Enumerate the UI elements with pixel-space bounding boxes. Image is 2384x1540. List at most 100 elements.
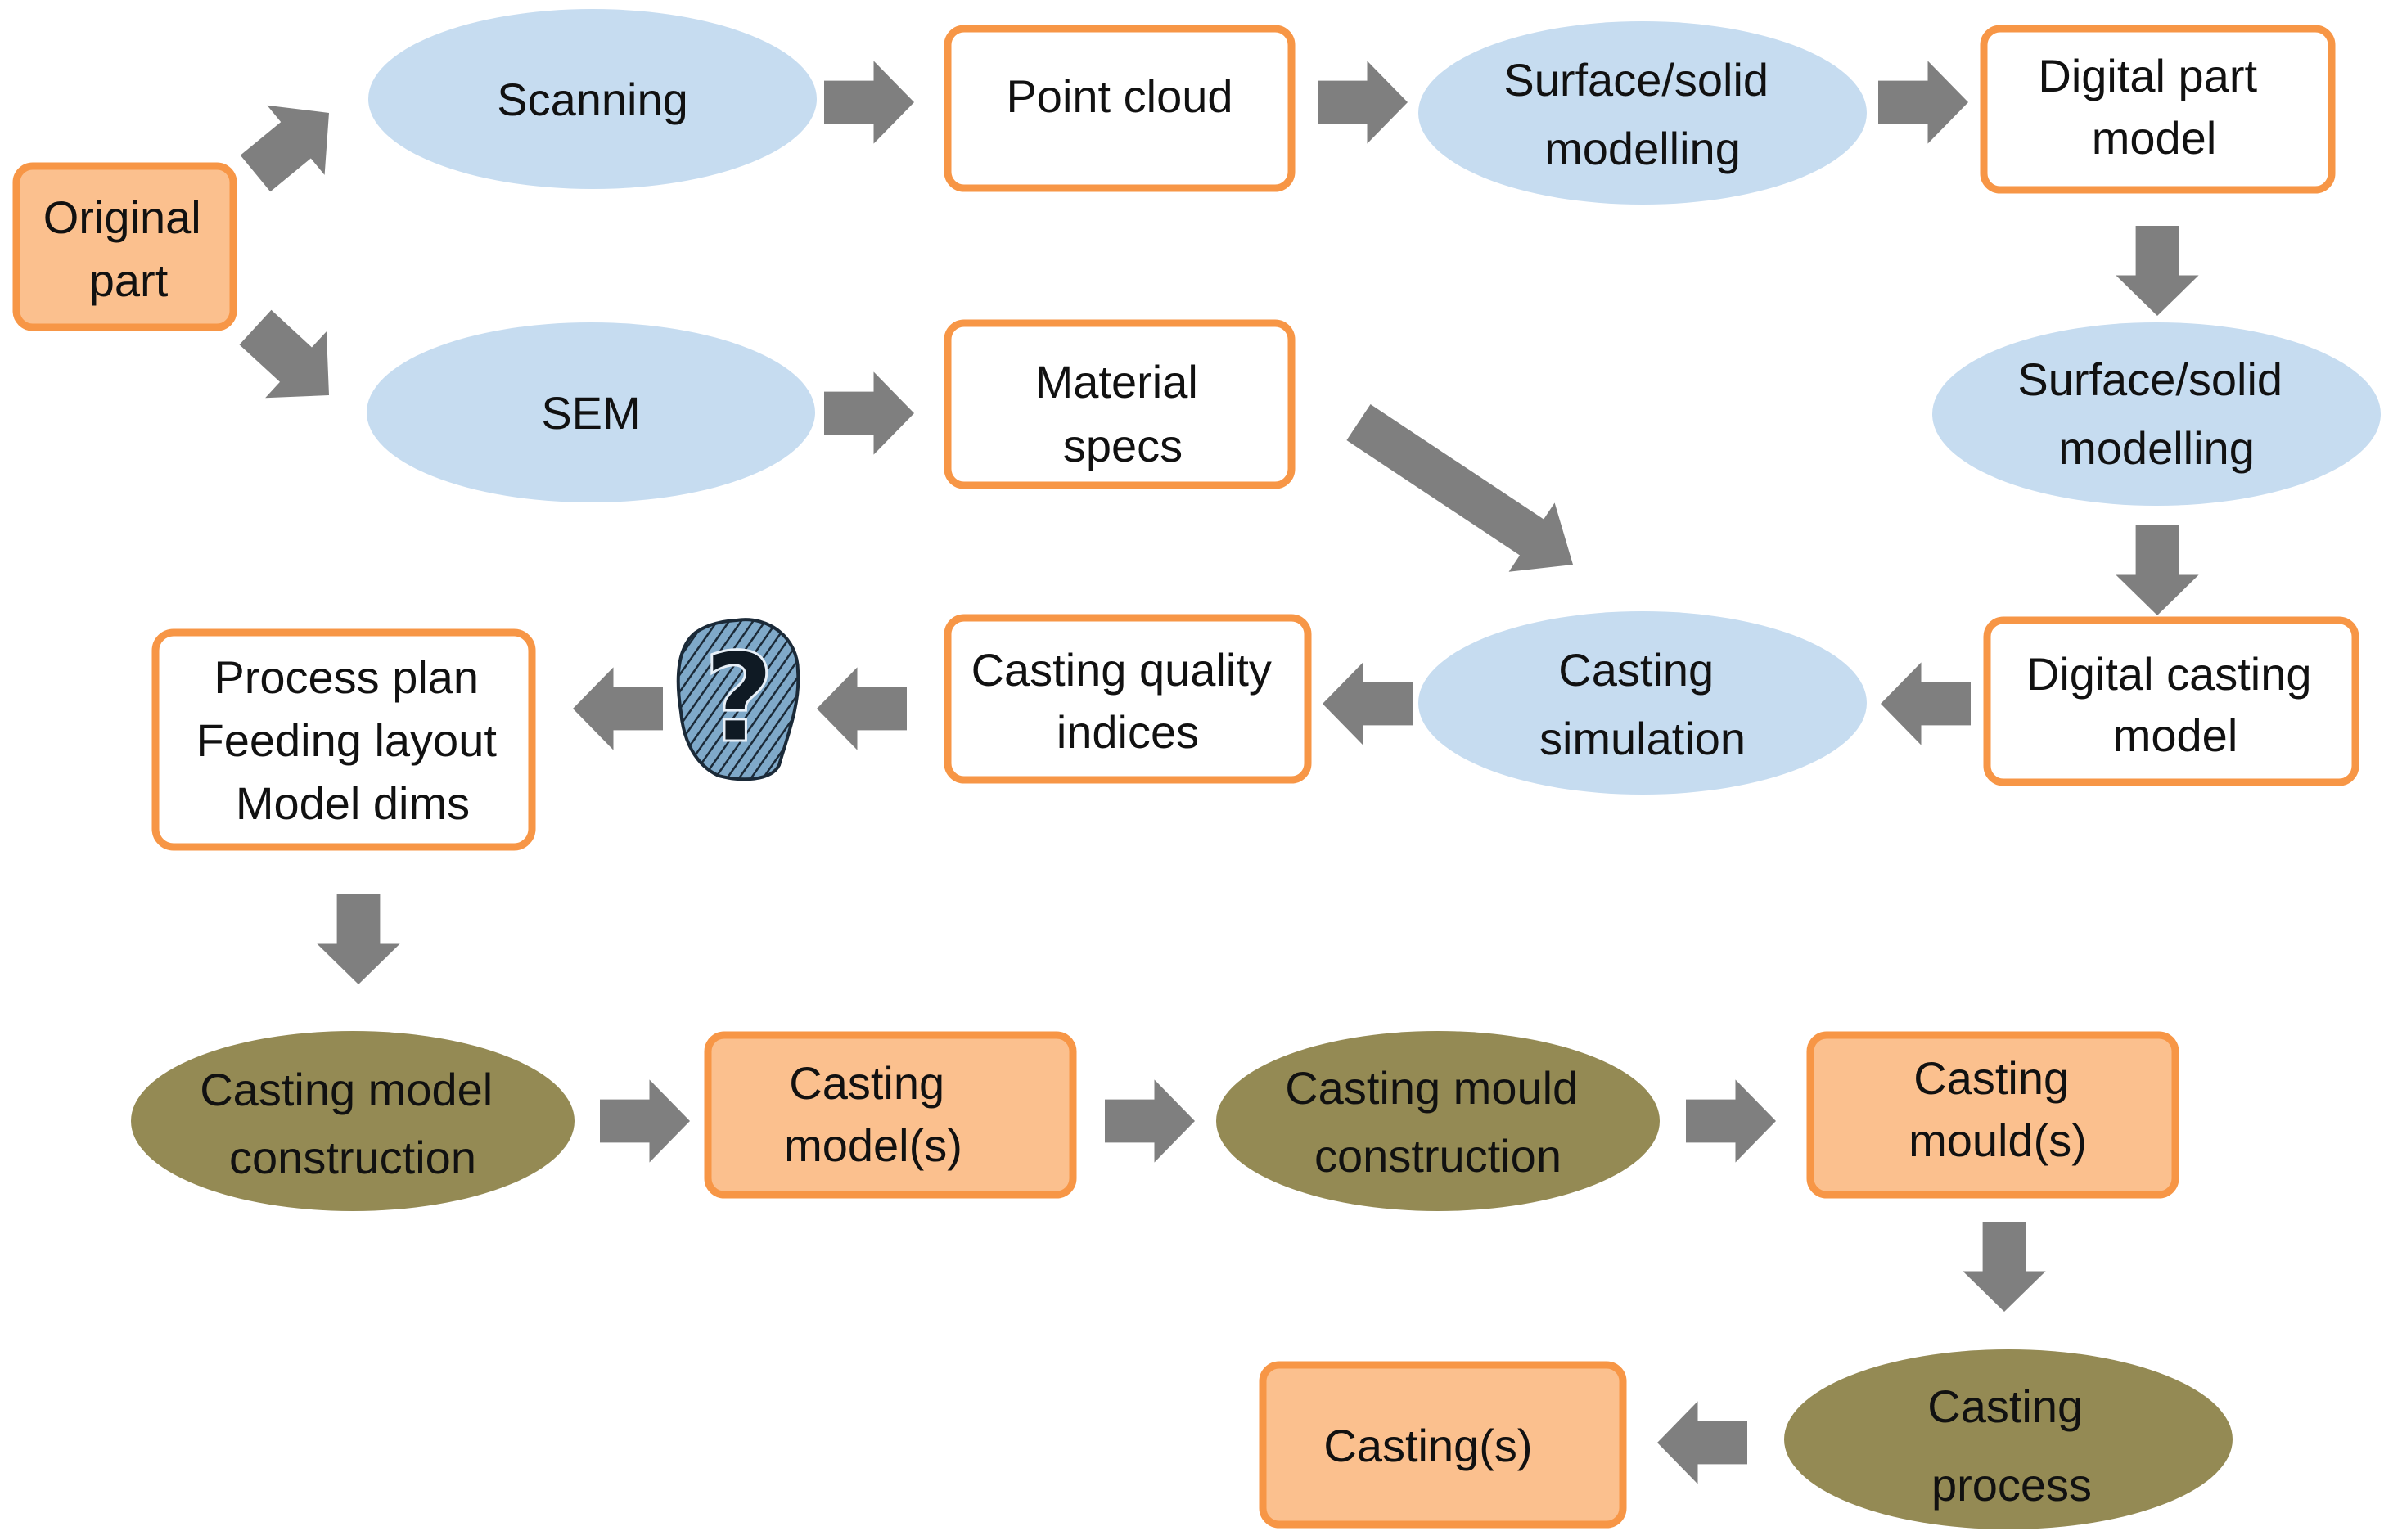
node-casting-process: Casting process — [1784, 1349, 2233, 1529]
arrow-processplan-to-modelconstruction — [317, 894, 400, 984]
casting-model-construction-line-2: construction — [229, 1132, 476, 1183]
surface-solid-1-line-1: Surface/solid — [1503, 54, 1769, 106]
svg-text:SEM: SEM — [541, 387, 640, 439]
node-sem: SEM — [367, 322, 815, 502]
original-part-line-1: Original — [43, 191, 201, 243]
svg-text:Casting quality indices: Casting quality indices — [971, 644, 1285, 758]
svg-text:Scanning: Scanning — [497, 74, 688, 125]
node-casting-mould-construction: Casting mould construction — [1216, 1031, 1660, 1211]
casting-process-line-1: Casting — [1927, 1380, 2083, 1432]
original-part-box — [12, 162, 237, 331]
casting-moulds-box — [1806, 1031, 2179, 1199]
question-mark-glyph: ? — [703, 628, 774, 770]
node-process-plan: Process plan Feeding layout Model dims — [151, 628, 536, 851]
digital-casting-model-box — [1983, 616, 2359, 786]
sem-ellipse — [367, 322, 815, 502]
svg-text:Casting mould constructi: Casting mould construction — [1285, 1062, 1591, 1182]
arrow-original-to-scanning — [240, 105, 329, 192]
casting-models-line-2: model(s) — [784, 1119, 962, 1171]
casting-moulds-line-1: Casting — [1913, 1052, 2069, 1104]
arrow-sem-to-materialspecs — [824, 371, 914, 455]
arrow-original-to-sem — [239, 309, 329, 399]
castings-line-1: Casting(s) — [1323, 1420, 1532, 1471]
arrow-digitalcasting-to-simulation — [1881, 662, 1971, 745]
digital-casting-model-line-1: Digital casting — [2026, 648, 2312, 700]
scanning-ellipse — [368, 9, 817, 189]
process-plan-line-3: Model dims — [236, 777, 470, 829]
svg-text:Digital casting model: Digital casting model — [2026, 648, 2324, 761]
surface-solid-2-ellipse — [1932, 322, 2381, 506]
node-casting-moulds: Casting mould(s) — [1806, 1031, 2179, 1199]
arrow-surface2-to-digitalcasting — [2116, 525, 2199, 615]
svg-text:Material specs: Material specs — [1035, 356, 1211, 471]
node-casting-simulation: Casting simulation — [1418, 611, 1867, 795]
node-digital-casting-model: Digital casting model — [1983, 616, 2359, 786]
casting-process-ellipse — [1784, 1349, 2233, 1529]
arrow-decision-to-processplan — [573, 667, 663, 750]
surface-solid-1-ellipse — [1418, 21, 1867, 205]
point-cloud-box — [944, 25, 1296, 192]
surface-solid-1-line-2: modelling — [1544, 123, 1741, 174]
casting-mould-construction-line-2: construction — [1314, 1130, 1562, 1182]
node-surface-solid-modelling-2: Surface/solid modelling — [1932, 322, 2381, 506]
surface-solid-2-line-1: Surface/solid — [2017, 353, 2283, 405]
question-mark-icon — [676, 618, 800, 781]
arrow-scanning-to-pointcloud — [824, 61, 914, 144]
node-digital-part-model: Digital part model — [1980, 25, 2336, 194]
svg-text:Digital part model: Digital part model — [2038, 50, 2269, 164]
casting-mould-construction-ellipse — [1216, 1031, 1660, 1211]
digital-casting-model-line-2: model — [2113, 709, 2238, 761]
arrow-surface1-to-digitalpart — [1878, 61, 1968, 144]
svg-text:Original part: Original part — [43, 191, 214, 306]
node-surface-solid-modelling-1: Surface/solid modelling — [1418, 21, 1867, 205]
digital-part-model-line-2: model — [2092, 112, 2217, 164]
node-casting-model-construction: Casting model construction — [131, 1031, 575, 1211]
arrow-simulation-to-qualityindices — [1323, 662, 1413, 745]
decision-icon-group: ? — [676, 618, 800, 781]
sem-line-1: SEM — [541, 387, 640, 439]
svg-text:Process plan Feeding lay: Process plan Feeding layout Model dims — [196, 651, 510, 829]
process-plan-line-1: Process plan — [214, 651, 479, 703]
casting-simulation-ellipse — [1418, 611, 1867, 795]
casting-moulds-line-2: mould(s) — [1909, 1114, 2087, 1166]
arrow-moulds-to-process — [1963, 1222, 2046, 1312]
point-cloud-line-1: Point cloud — [1006, 70, 1233, 122]
svg-text:Casting(s): Casting(s) — [1323, 1420, 1532, 1471]
node-castings: Casting(s) — [1259, 1361, 1627, 1529]
node-original-part: Original part — [12, 162, 237, 331]
material-specs-line-1: Material — [1035, 356, 1198, 408]
casting-simulation-line-2: simulation — [1539, 713, 1746, 764]
svg-text:Casting simulation: Casting simulation — [1539, 644, 1746, 764]
arrow-mouldconstruction-to-moulds — [1686, 1079, 1776, 1163]
material-specs-box — [944, 319, 1296, 489]
svg-text:Surface/solid modelling: Surface/solid modelling — [2017, 353, 2295, 474]
arrow-models-to-mouldconstruction — [1105, 1079, 1195, 1163]
casting-models-box — [704, 1031, 1077, 1199]
svg-text:Casting model constructi: Casting model construction — [200, 1064, 506, 1183]
process-plan-box — [151, 628, 536, 851]
arrow-process-to-castings — [1657, 1401, 1747, 1484]
node-casting-quality-indices: Casting quality indices — [944, 614, 1312, 784]
casting-models-line-1: Casting — [789, 1057, 944, 1109]
digital-part-model-box — [1980, 25, 2336, 194]
svg-text:Casting mould(s): Casting mould(s) — [1909, 1052, 2087, 1166]
arrow-modelconstruction-to-models — [600, 1079, 690, 1163]
node-scanning: Scanning — [368, 9, 817, 189]
arrow-pointcloud-to-surface1 — [1318, 61, 1408, 144]
arrows-layer — [239, 61, 2199, 1484]
node-material-specs: Material specs — [944, 319, 1296, 489]
material-specs-line-2: specs — [1063, 420, 1183, 471]
casting-simulation-line-1: Casting — [1558, 644, 1714, 696]
casting-process-line-2: process — [1931, 1459, 2092, 1511]
casting-mould-construction-line-1: Casting mould — [1285, 1062, 1578, 1114]
original-part-line-2: part — [89, 254, 169, 306]
svg-text:Surface/solid modelling: Surface/solid modelling — [1503, 54, 1781, 174]
scanning-line-1: Scanning — [497, 74, 688, 125]
casting-quality-indices-line-1: Casting quality — [971, 644, 1272, 696]
svg-text:Casting model(s): Casting model(s) — [784, 1057, 962, 1171]
node-point-cloud: Point cloud — [944, 25, 1296, 192]
casting-quality-indices-box — [944, 614, 1312, 784]
process-plan-line-2: Feeding layout — [196, 714, 498, 766]
svg-text:Point cloud: Point cloud — [1006, 70, 1233, 122]
